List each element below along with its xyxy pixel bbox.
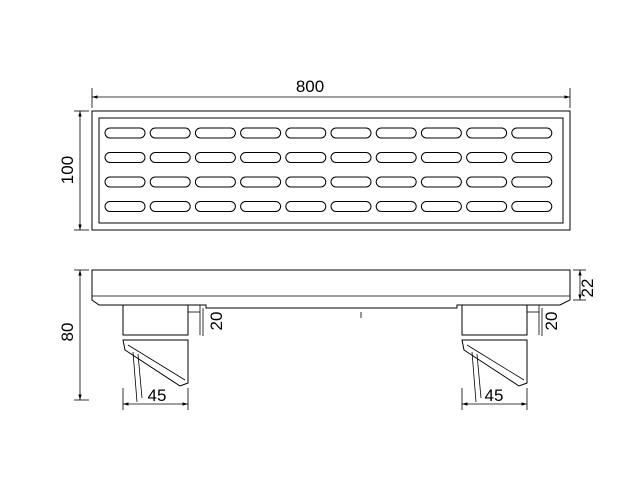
grate-slot <box>104 201 146 212</box>
foot-left-dimension: 45 <box>122 386 189 410</box>
grate-slot <box>285 201 327 212</box>
foot-right-label: 45 <box>485 386 504 405</box>
grate-slot <box>149 201 191 212</box>
grate-slot <box>194 152 236 163</box>
grate-slot <box>240 176 282 188</box>
step-right-dimension: 20 <box>541 308 561 336</box>
grate-slot <box>375 201 417 212</box>
grate-slot <box>375 127 417 139</box>
height-dimension: 80 <box>58 269 89 401</box>
step-right-label: 20 <box>542 312 561 331</box>
grate-slot <box>104 176 146 188</box>
grate-slot <box>511 152 553 163</box>
grate-slot <box>330 176 372 188</box>
grate-slot <box>285 152 327 163</box>
length-label: 800 <box>296 77 324 96</box>
left-leg <box>122 305 189 336</box>
grate-slot <box>285 176 327 188</box>
grate-slot <box>330 152 372 163</box>
step-left-dimension: 20 <box>202 308 226 336</box>
grate-slot <box>466 176 508 188</box>
grate-slot <box>511 201 553 212</box>
foot-right-dimension: 45 <box>461 386 528 410</box>
grate-slot <box>240 201 282 212</box>
grate-slot <box>149 176 191 188</box>
grate-slot <box>420 152 462 163</box>
step-left-label: 20 <box>207 312 226 331</box>
foot-left-label: 45 <box>148 386 167 405</box>
grate-slot <box>511 127 553 139</box>
width-dimension: 100 <box>58 110 89 231</box>
grate-slot <box>240 152 282 163</box>
grate-slot <box>466 152 508 163</box>
grate-slot <box>375 152 417 163</box>
grate-slot <box>420 176 462 188</box>
grate-slot <box>330 201 372 212</box>
grate-slot <box>194 127 236 139</box>
left-drip-lip <box>122 339 189 387</box>
grate-slot <box>240 127 282 139</box>
side-top-plate <box>91 269 571 309</box>
height-label: 80 <box>58 323 77 342</box>
top-thickness-dimension: 22 <box>573 269 597 301</box>
grate-slot <box>511 176 553 188</box>
grate-slot <box>330 127 372 139</box>
grate-slot <box>194 176 236 188</box>
grate-slot <box>104 152 146 163</box>
grate-slot <box>104 127 146 139</box>
grate-slot <box>149 152 191 163</box>
grate-slot <box>194 201 236 212</box>
side-view <box>91 269 571 403</box>
right-drip-lip <box>461 339 528 387</box>
top-thickness-label: 22 <box>578 279 597 298</box>
grate-inner-frame <box>98 117 564 224</box>
right-leg <box>461 305 528 336</box>
grate-slot <box>149 127 191 139</box>
grate-slot <box>420 201 462 212</box>
grate-slot <box>466 201 508 212</box>
grate-slot <box>375 176 417 188</box>
slot-grid <box>104 127 553 212</box>
grate-slot <box>420 127 462 139</box>
grate-slot <box>285 127 327 139</box>
width-label: 100 <box>58 156 77 184</box>
top-view <box>91 110 571 231</box>
grate-outer-frame <box>91 110 571 231</box>
length-dimension: 800 <box>91 77 571 108</box>
grate-slot <box>466 127 508 139</box>
